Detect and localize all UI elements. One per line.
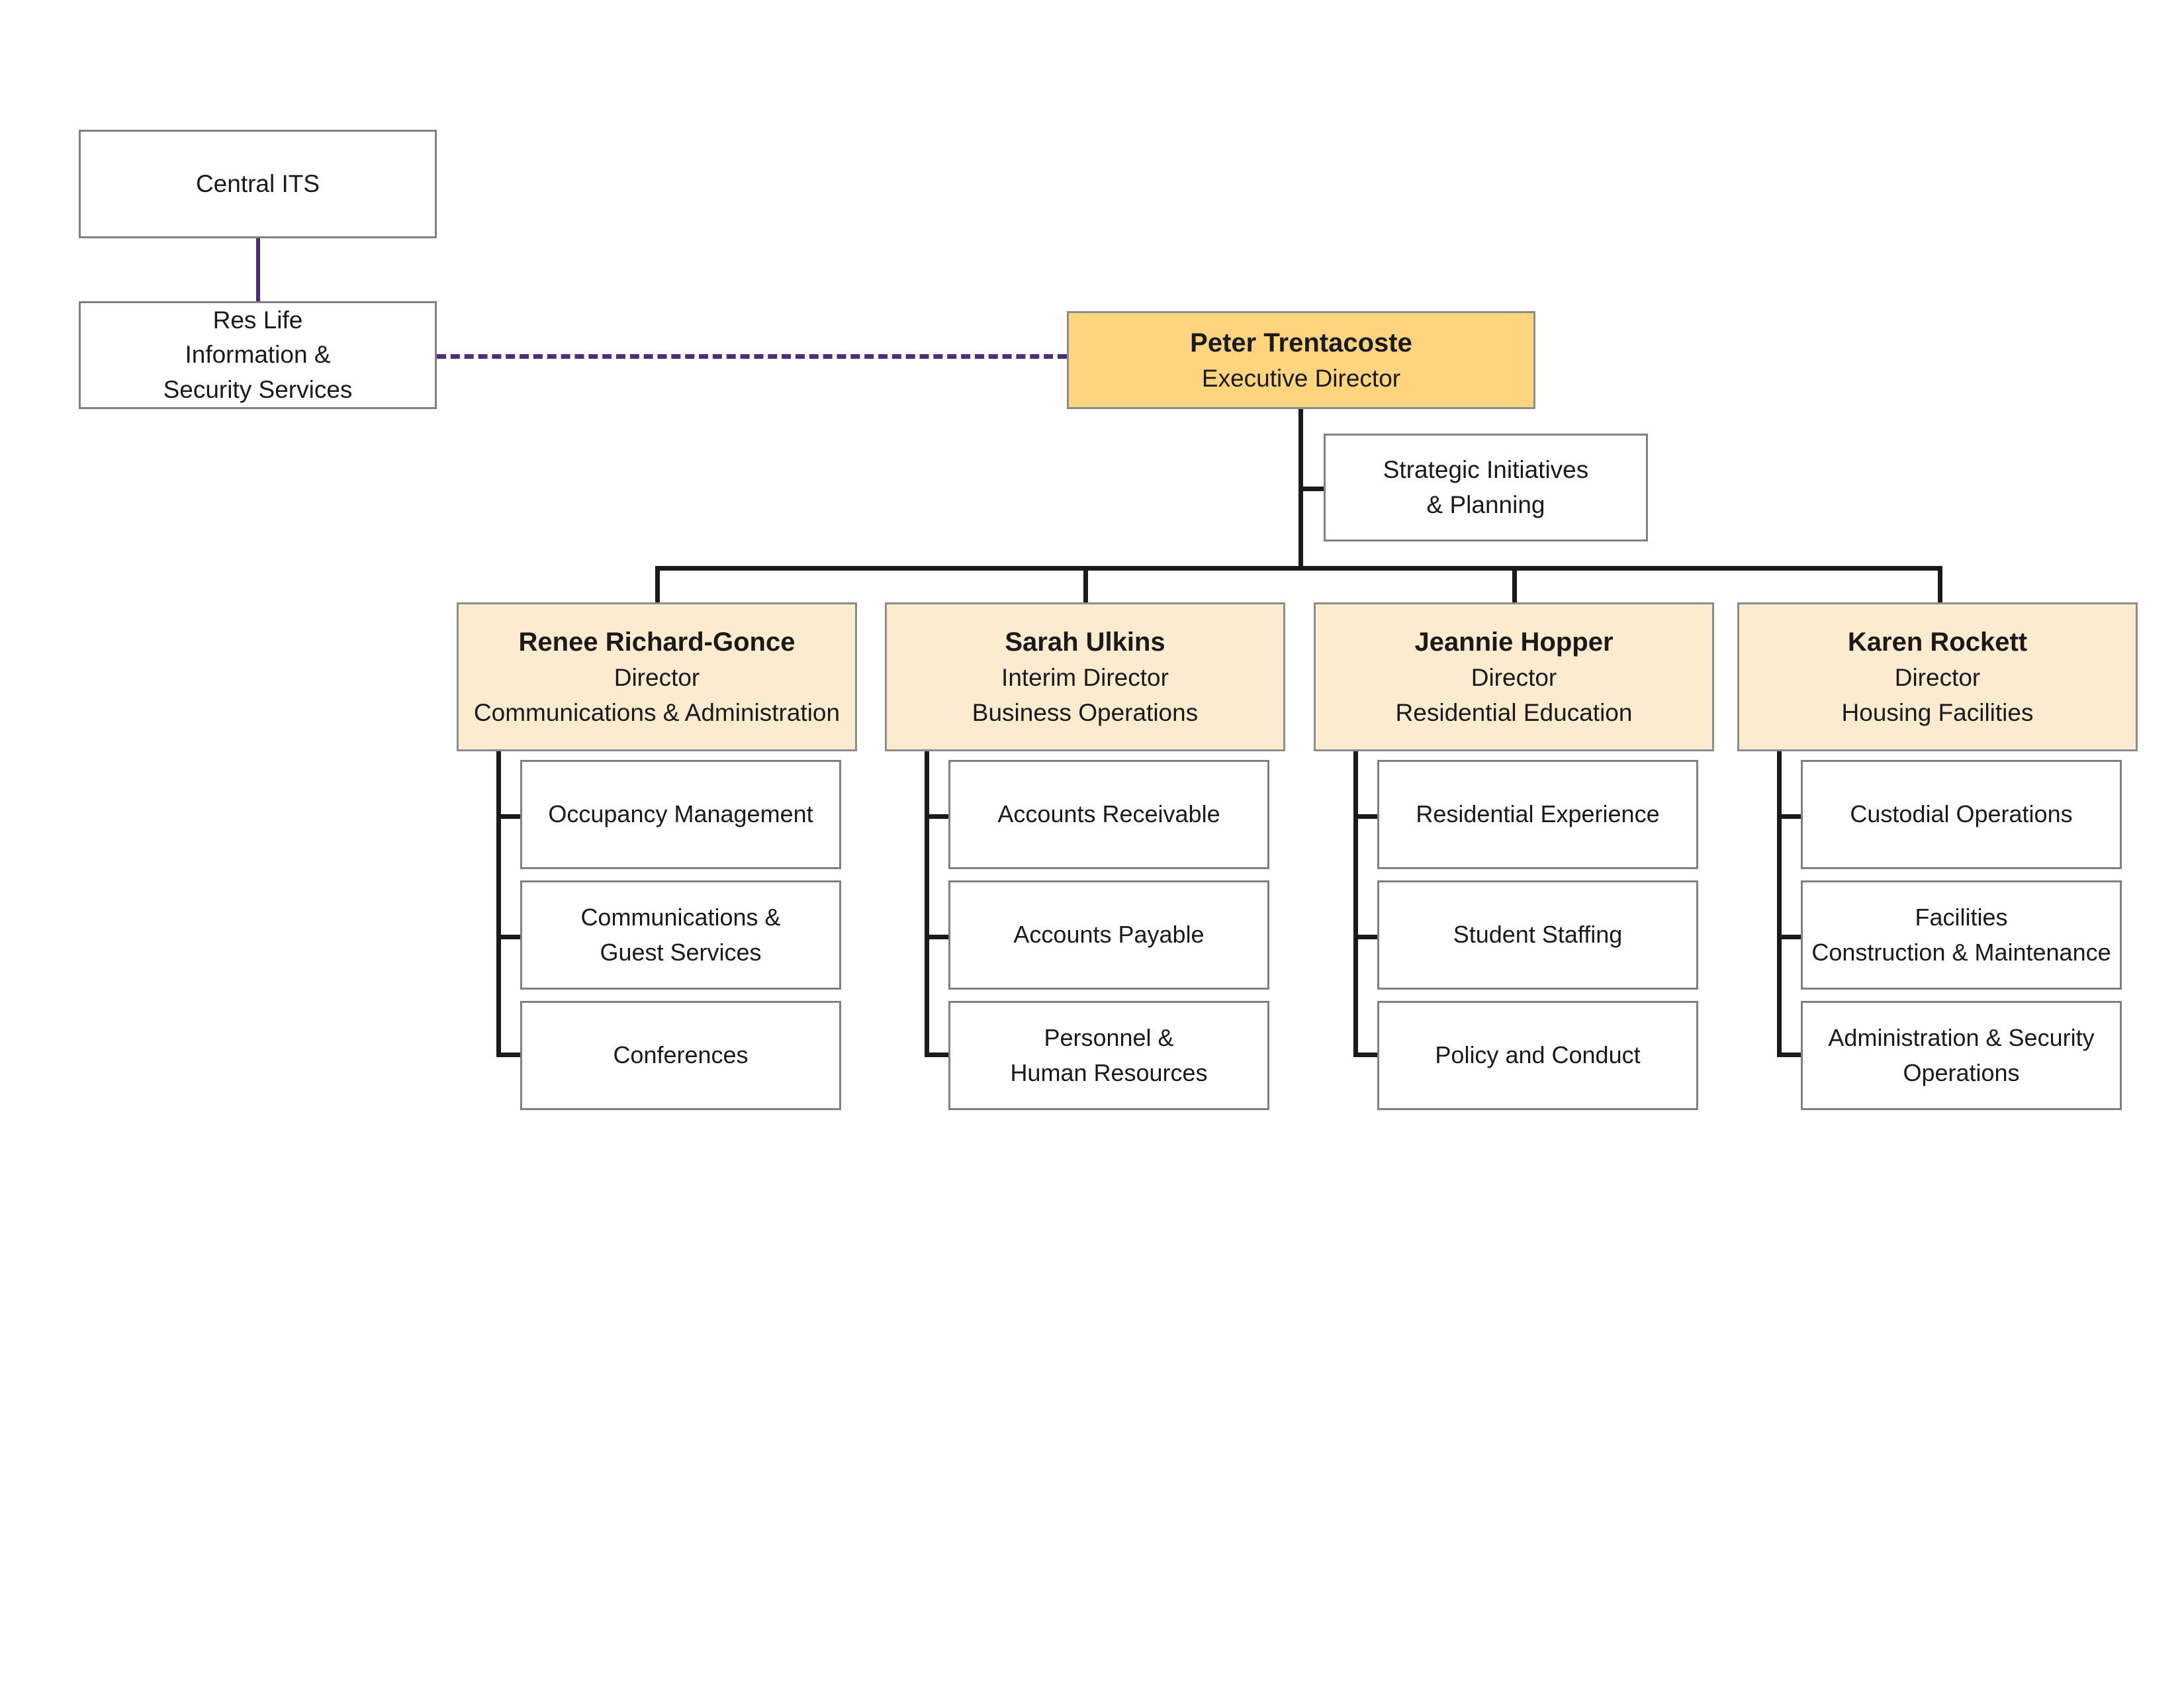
node-director-3[interactable]: Jeannie Hopper Director Residential Educ… xyxy=(1314,602,1714,751)
connector-dotted-reslife-to-executive xyxy=(437,354,1067,359)
unit-1-2-line2: Guest Services xyxy=(600,938,762,966)
node-unit-4-1[interactable]: Custodial Operations xyxy=(1801,760,2122,869)
node-unit-2-2[interactable]: Accounts Payable xyxy=(948,880,1269,990)
unit-2-2-line1: Accounts Payable xyxy=(1013,921,1205,949)
connector-stub-4-1 xyxy=(1777,814,1803,819)
connector-drop-division-1 xyxy=(655,566,660,604)
node-unit-4-2[interactable]: Facilities Construction & Maintenance xyxy=(1801,880,2122,990)
node-unit-2-3[interactable]: Personnel & Human Resources xyxy=(948,1001,1269,1110)
node-unit-3-1[interactable]: Residential Experience xyxy=(1377,760,1698,869)
unit-3-2-line1: Student Staffing xyxy=(1453,921,1623,949)
connector-stub-2-2 xyxy=(925,935,951,939)
central-its-label: Central ITS xyxy=(195,169,320,197)
node-director-2[interactable]: Sarah Ulkins Interim Director Business O… xyxy=(885,602,1285,751)
unit-4-2-line1: Facilities xyxy=(1915,904,2008,931)
node-director-4[interactable]: Karen Rockett Director Housing Facilitie… xyxy=(1737,602,2138,751)
director-3-role: Director xyxy=(1471,664,1557,692)
unit-3-3-line1: Policy and Conduct xyxy=(1435,1041,1641,1069)
res-life-label-line3: Security Services xyxy=(163,375,353,403)
node-director-1[interactable]: Renee Richard-Gonce Director Communicati… xyxy=(457,602,857,751)
res-life-label-line1: Res Life xyxy=(212,306,303,334)
connector-drop-division-2 xyxy=(1083,566,1088,604)
res-life-label-line2: Information & xyxy=(185,341,331,369)
director-4-role: Director xyxy=(1894,664,1981,692)
strategic-label-line1: Strategic Initiatives xyxy=(1383,455,1589,483)
unit-4-3-line1: Administration & Security xyxy=(1828,1024,2095,1052)
connector-spine-division-4 xyxy=(1777,751,1782,1056)
connector-stub-1-2 xyxy=(496,935,523,939)
unit-1-1-line1: Occupancy Management xyxy=(548,800,813,828)
director-4-unit: Housing Facilities xyxy=(1841,698,2034,726)
connector-stub-4-3 xyxy=(1777,1053,1803,1057)
unit-4-2-line2: Construction & Maintenance xyxy=(1811,938,2111,966)
node-strategic-initiatives-planning[interactable]: Strategic Initiatives & Planning xyxy=(1324,434,1648,541)
unit-1-2-line1: Communications & xyxy=(580,904,781,931)
connector-stub-2-1 xyxy=(925,814,951,819)
director-3-name: Jeannie Hopper xyxy=(1414,627,1614,657)
connector-stub-4-2 xyxy=(1777,935,1803,939)
director-2-name: Sarah Ulkins xyxy=(1005,627,1165,657)
unit-4-1-line1: Custodial Operations xyxy=(1850,800,2073,828)
unit-2-3-line1: Personnel & xyxy=(1044,1024,1174,1052)
connector-stub-1-1 xyxy=(496,814,523,819)
node-unit-1-2[interactable]: Communications & Guest Services xyxy=(520,880,841,990)
connector-division-branch-bar xyxy=(655,566,1942,571)
node-unit-3-2[interactable]: Student Staffing xyxy=(1377,880,1698,990)
connector-drop-division-4 xyxy=(1938,566,1942,604)
connector-drop-division-3 xyxy=(1512,566,1517,604)
connector-spine-division-1 xyxy=(496,751,501,1056)
node-unit-1-3[interactable]: Conferences xyxy=(520,1001,841,1110)
node-central-its[interactable]: Central ITS xyxy=(79,130,437,238)
executive-name: Peter Trentacoste xyxy=(1190,328,1412,358)
connector-stub-1-3 xyxy=(496,1053,523,1057)
director-1-unit: Communications & Administration xyxy=(473,698,841,726)
director-1-name: Renee Richard-Gonce xyxy=(518,627,796,657)
node-unit-4-3[interactable]: Administration & Security Operations xyxy=(1801,1001,2122,1110)
executive-role: Executive Director xyxy=(1201,365,1401,393)
node-unit-1-1[interactable]: Occupancy Management xyxy=(520,760,841,869)
unit-1-3-line1: Conferences xyxy=(613,1041,749,1069)
connector-stub-3-2 xyxy=(1353,935,1380,939)
connector-its-to-reslife xyxy=(256,238,260,301)
node-res-life-info-security[interactable]: Res Life Information & Security Services xyxy=(79,301,437,409)
connector-stub-2-3 xyxy=(925,1053,951,1057)
director-4-name: Karen Rockett xyxy=(1847,627,2028,657)
director-1-role: Director xyxy=(614,664,700,692)
director-2-unit: Business Operations xyxy=(972,698,1199,726)
director-3-unit: Residential Education xyxy=(1395,698,1633,726)
unit-4-3-line2: Operations xyxy=(1903,1058,2020,1086)
node-executive-director[interactable]: Peter Trentacoste Executive Director xyxy=(1067,311,1535,409)
node-unit-2-1[interactable]: Accounts Receivable xyxy=(948,760,1269,869)
connector-stub-3-3 xyxy=(1353,1053,1380,1057)
director-2-role: Interim Director xyxy=(1001,664,1169,692)
unit-2-3-line2: Human Resources xyxy=(1010,1058,1208,1086)
node-unit-3-3[interactable]: Policy and Conduct xyxy=(1377,1001,1698,1110)
connector-stub-3-1 xyxy=(1353,814,1380,819)
strategic-label-line2: & Planning xyxy=(1426,491,1545,518)
connector-spine-division-3 xyxy=(1353,751,1358,1056)
unit-3-1-line1: Residential Experience xyxy=(1416,800,1660,828)
connector-spine-division-2 xyxy=(925,751,929,1056)
connector-executive-to-strategic xyxy=(1298,487,1326,491)
unit-2-1-line1: Accounts Receivable xyxy=(997,800,1220,828)
